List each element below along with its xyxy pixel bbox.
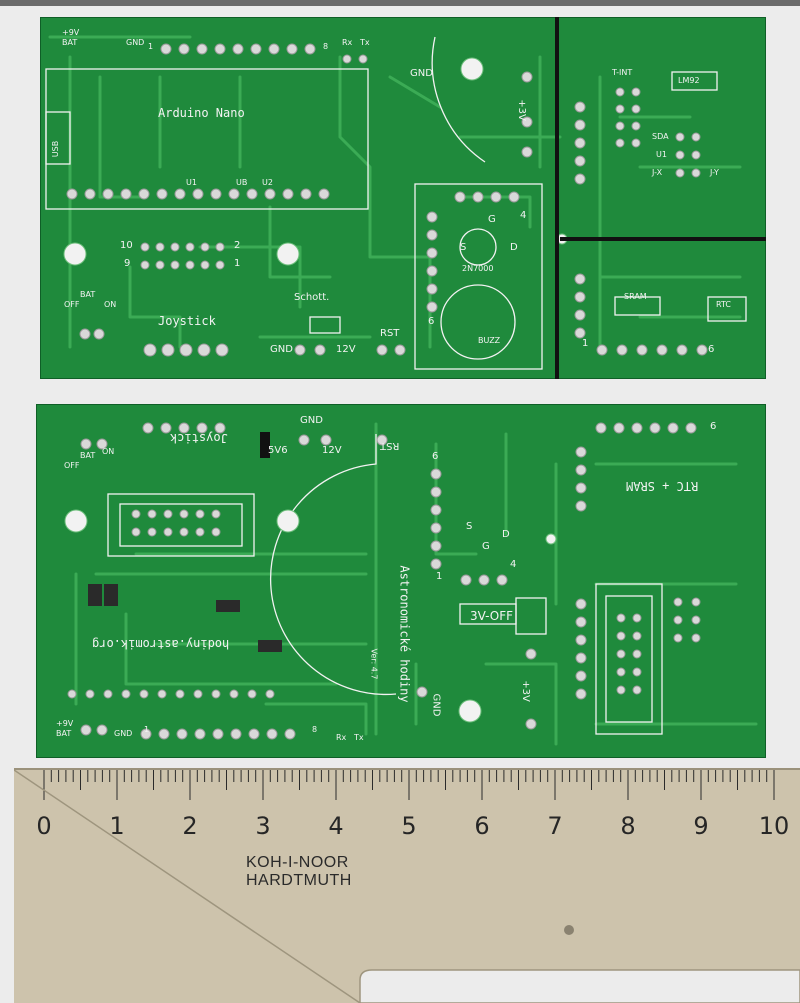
label-gnd-top: GND [126, 38, 145, 47]
label-d: D [510, 242, 518, 253]
label-12v: 12V [336, 344, 356, 355]
label-s: S [460, 242, 467, 253]
ruler-number-5: 5 [401, 812, 417, 840]
bottom-label-g: G [482, 541, 490, 552]
bottom-label-title: Astronomické hodiny [397, 565, 412, 703]
label-bat: BAT [62, 38, 78, 47]
ruler-diagonal-edge [14, 770, 361, 1003]
label-jy: J-Y [710, 168, 719, 177]
bottom-label-bat2: BAT [56, 729, 72, 738]
label-rx: Rx [342, 38, 353, 47]
bottom-label-12v: 12V [322, 445, 342, 456]
label-right-6: 6 [708, 344, 715, 355]
bottom-label-5v6: 5V6 [268, 445, 288, 456]
bottom-label-d: D [502, 529, 510, 540]
label-jx: J-X [652, 168, 663, 177]
ruler-number-8: 8 [620, 812, 636, 840]
bottom-label-plus3v: +3V [519, 680, 531, 702]
bottom-header-pads [67, 422, 701, 740]
label-u1-right: U1 [656, 150, 667, 159]
bottom-label-n4: 4 [510, 559, 517, 570]
bottom-label-gnd2: GND [430, 693, 442, 717]
ruler-number-4: 4 [328, 812, 344, 840]
bottom-label-version: Ver: 4.7 [369, 648, 379, 680]
label-gnd-center: GND [410, 68, 433, 79]
label-sram: SRAM [624, 292, 647, 301]
bottom-label-on: ON [102, 447, 115, 456]
label-g: G [488, 214, 496, 225]
ruler-cutout [359, 969, 800, 1003]
bottom-label-s: S [466, 521, 473, 532]
bottom-label-tx: Tx [354, 733, 364, 742]
ruler-ticks [43, 770, 775, 800]
label-n9: 9 [124, 258, 131, 269]
label-schott: Schott. [294, 292, 330, 303]
label-u1: U1 [186, 178, 197, 187]
bottom-label-rx: Rx [336, 733, 347, 742]
label-n6: 6 [428, 316, 435, 327]
pcb-top-artwork [45, 17, 766, 379]
label-arduino-nano: Arduino Nano [158, 106, 245, 120]
ruler-number-9: 9 [693, 812, 709, 840]
label-tint: T-INT [612, 68, 633, 77]
bottom-label-n1: 1 [436, 571, 443, 582]
ruler-artwork [14, 770, 800, 1003]
label-u2: U2 [262, 178, 273, 187]
header-pads [66, 43, 708, 357]
ruler-brand-line2: HARDTMUTH [246, 872, 352, 889]
label-2n7000: 2N7000 [462, 264, 494, 273]
label-on: ON [104, 300, 117, 309]
bottom-label-rst: RST [380, 440, 400, 451]
label-plus3v: +3V [515, 99, 527, 121]
bottom-label-3v-off: 3V-OFF [470, 609, 514, 623]
ruler-number-7: 7 [547, 812, 563, 840]
bottom-label-joystick: Joystick [170, 431, 228, 445]
bottom-label-plus9v: +9V [56, 719, 74, 728]
bottom-label-url: hodiny.astromik.org [92, 637, 230, 651]
label-n10: 10 [120, 240, 133, 251]
label-right-1: 1 [582, 338, 589, 349]
bottom-label-rtc-sram: RTC + SRAM [626, 479, 699, 493]
label-lm92: LM92 [678, 76, 700, 85]
label-n1: 1 [234, 258, 241, 269]
label-rst: RST [380, 328, 400, 339]
ruler-number-6: 6 [474, 812, 490, 840]
label-off: OFF [64, 300, 80, 309]
label-buzz: BUZZ [478, 336, 501, 345]
ruler-hole [564, 925, 574, 935]
label-sda: SDA [652, 132, 669, 141]
ruler-brand-line1: KOH-I-NOOR [246, 854, 349, 871]
ruler-number-3: 3 [255, 812, 271, 840]
label-n2: 2 [234, 240, 241, 251]
label-tx: Tx [360, 38, 370, 47]
ruler-number-0: 0 [36, 812, 52, 840]
bottom-label-off: OFF [64, 461, 80, 470]
label-pin8: 8 [323, 42, 329, 51]
scan-top-edge [0, 0, 800, 6]
ruler-number-2: 2 [182, 812, 198, 840]
label-n4: 4 [520, 210, 527, 221]
label-bat-switch: BAT [80, 290, 96, 299]
label-gnd-bottom: GND [270, 344, 293, 355]
bottom-label-n6: 6 [432, 451, 439, 462]
label-plus9v: +9V [62, 28, 80, 37]
pcb-bottom-artwork [64, 422, 758, 746]
bottom-label-gnd3: GND [114, 729, 133, 738]
ruler: 0 1 2 3 4 5 6 7 8 9 10 KOH-I-NOOR HARDTM… [14, 768, 800, 1003]
label-ub: UB [236, 178, 248, 187]
ruler-number-10: 10 [758, 812, 790, 840]
pcb-bottom-board: BAT OFF ON Joystick 5V6 GND 12V RST 6 4 … [36, 404, 766, 758]
bottom-label-pin1: 1 [144, 725, 150, 734]
ruler-number-1: 1 [109, 812, 125, 840]
pcb-top-board: BAT +9V GND 1 8 Rx Tx GND +3V Arduino Na… [40, 17, 766, 379]
label-rtc: RTC [716, 300, 731, 309]
bottom-label-n6-right: 6 [710, 421, 717, 432]
label-joystick: Joystick [158, 314, 216, 328]
bottom-label-pin8: 8 [312, 725, 318, 734]
bottom-label-gnd: GND [300, 415, 323, 426]
bottom-label-bat: BAT [80, 451, 96, 460]
label-pin1: 1 [148, 42, 154, 51]
label-usb: USB [51, 140, 61, 158]
